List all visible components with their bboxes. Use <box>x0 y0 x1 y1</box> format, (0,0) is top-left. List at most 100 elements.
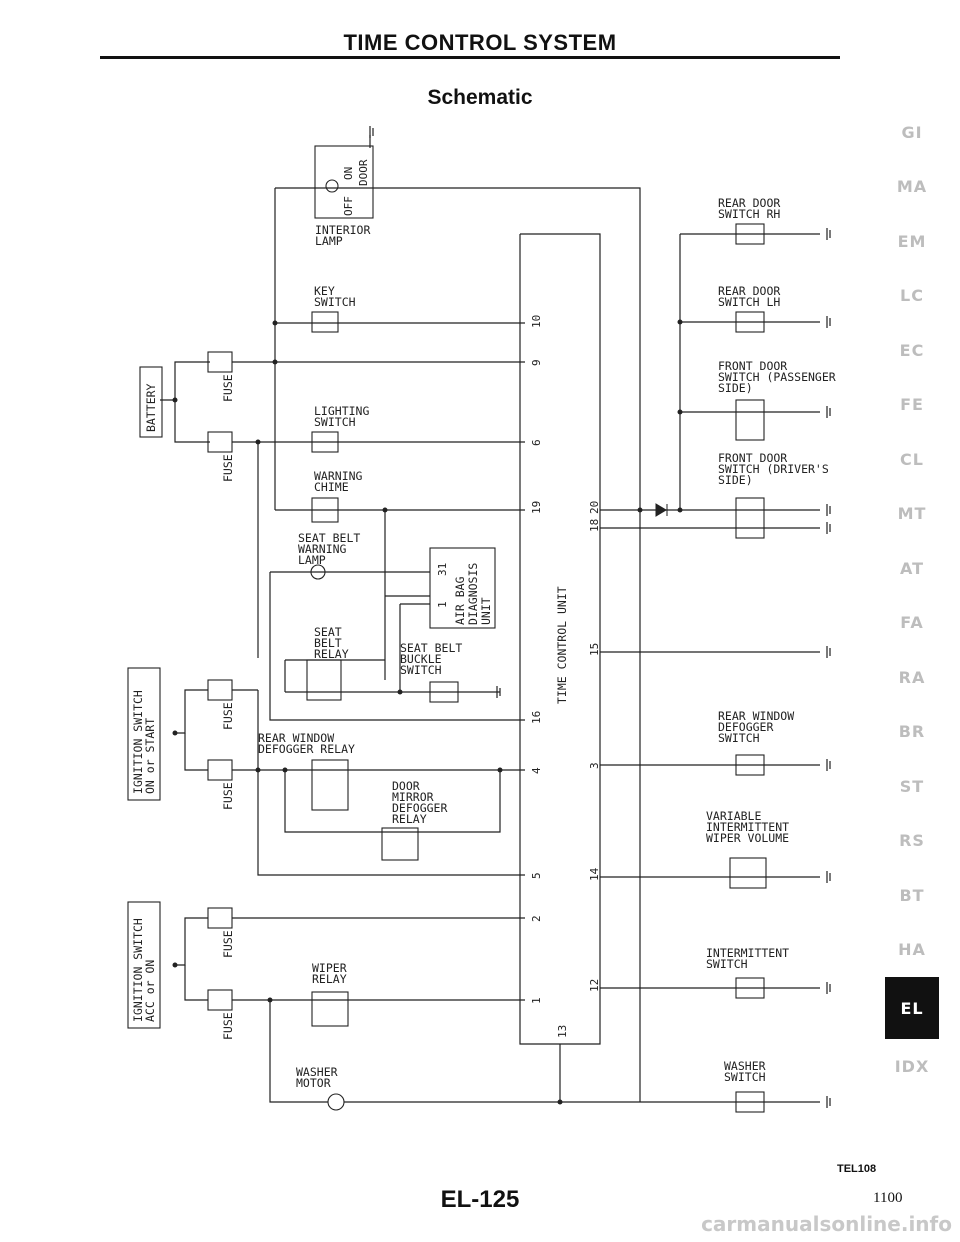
key-switch-symbol <box>311 311 339 333</box>
ignition-on-start-box <box>127 667 161 801</box>
wiper-relay-symbol <box>311 991 349 1027</box>
pin-label: 3 <box>588 762 601 769</box>
seat-belt-lamp-icon <box>310 564 326 580</box>
pin-label: 5 <box>530 872 543 879</box>
buckle-switch-symbol <box>429 681 459 703</box>
washer-switch-symbol <box>735 1091 765 1113</box>
rear-door-switch-rh-symbol <box>735 223 765 245</box>
interior-switch-off-label: OFF <box>342 196 355 216</box>
time-control-unit-label: TIME CONTROL UNIT <box>555 586 569 704</box>
wire-network <box>160 135 820 1103</box>
pin-label: 2 <box>530 915 543 922</box>
pin-label: 13 <box>556 1025 569 1038</box>
front-door-passenger-switch-symbol <box>735 399 765 441</box>
seat-belt-relay-symbol <box>306 659 342 701</box>
section-tab-cl[interactable]: CL <box>900 449 924 469</box>
diode-icon <box>655 503 668 517</box>
section-tab-idx[interactable]: IDX <box>894 1056 930 1076</box>
fuse-symbol <box>207 431 233 453</box>
mirror-defogger-relay-symbol <box>381 827 419 861</box>
page-label: EL-125 <box>440 1186 520 1213</box>
section-index-sidebar: GI MA EM LC EC FE CL MT AT FA RA BR ST R… <box>882 105 942 1094</box>
fuse-symbol <box>207 759 233 781</box>
interior-switch-on-label: ON <box>342 167 355 180</box>
section-tab-gi[interactable]: GI <box>901 122 923 142</box>
section-tab-fa[interactable]: FA <box>900 613 924 633</box>
unit-pin-labels-left: 10 9 6 19 16 4 5 2 1 <box>530 315 543 1004</box>
interior-switch-door-label: DOOR <box>357 159 370 186</box>
section-tab-ec[interactable]: EC <box>899 340 925 360</box>
pin-label: 1 <box>436 601 449 608</box>
interior-lamp-bulb-icon <box>325 179 339 193</box>
pin-label: 20 <box>588 501 601 514</box>
fuse-symbol <box>207 907 233 929</box>
fuse-label: FUSE <box>221 374 235 402</box>
pin-label: 12 <box>588 979 601 992</box>
figure-reference: TEL108 <box>837 1163 877 1175</box>
battery-box <box>139 366 163 438</box>
warning-chime-symbol <box>311 497 339 523</box>
section-tab-mt[interactable]: MT <box>897 504 927 524</box>
watermark: carmanualsonline.info <box>701 1212 952 1236</box>
section-tab-ra[interactable]: RA <box>898 667 926 687</box>
pin-label: 10 <box>530 315 543 328</box>
lighting-switch-symbol <box>311 431 339 453</box>
section-tab-em[interactable]: EM <box>897 231 927 251</box>
fuse-label: FUSE <box>221 782 235 810</box>
interior-lamp-switch-box <box>314 145 374 219</box>
ground-icon <box>369 126 831 1108</box>
pin-label: 4 <box>530 767 543 774</box>
front-door-driver-switch-symbol <box>735 497 765 539</box>
rear-defogger-switch-symbol <box>735 754 765 776</box>
section-tab-st[interactable]: ST <box>899 776 925 796</box>
air-bag-unit-box <box>429 547 496 629</box>
fuse-symbol <box>207 351 233 373</box>
battery-label: BATTERY <box>144 383 158 432</box>
section-tab-br[interactable]: BR <box>898 722 926 742</box>
pin-label: 31 <box>436 563 449 576</box>
rear-door-switch-lh-symbol <box>735 311 765 333</box>
ignition-acc-on-label: IGNITION SWITCHACC or ON <box>131 918 157 1022</box>
pin-label: 19 <box>530 501 543 514</box>
section-tab-fe[interactable]: FE <box>900 395 924 415</box>
pin-label: 14 <box>588 867 601 881</box>
pin-label: 1 <box>530 997 543 1004</box>
section-tab-lc[interactable]: LC <box>900 286 924 306</box>
section-tab-at[interactable]: AT <box>899 558 925 578</box>
air-bag-pin-labels: 31 1 <box>436 563 449 608</box>
pin-label: 18 <box>588 519 601 532</box>
section-tab-rs[interactable]: RS <box>899 831 925 851</box>
air-bag-unit-label: AIR BAGDIAGNOSISUNIT <box>453 563 493 625</box>
section-tab-bt[interactable]: BT <box>899 885 925 905</box>
section-tab-ha[interactable]: HA <box>898 940 926 960</box>
ignition-on-start-label: IGNITION SWITCHON or START <box>131 690 157 794</box>
washer-motor-icon <box>327 1093 345 1111</box>
junction-dots <box>172 319 683 1105</box>
pin-label: 9 <box>530 359 543 366</box>
fuse-label: FUSE <box>221 454 235 482</box>
section-tab-ma[interactable]: MA <box>896 177 928 197</box>
wiper-volume-symbol <box>729 857 767 889</box>
fuse-label: FUSE <box>221 702 235 730</box>
diagram-subtitle: Schematic <box>427 86 533 109</box>
section-tab-el-active[interactable]: EL <box>885 977 939 1039</box>
